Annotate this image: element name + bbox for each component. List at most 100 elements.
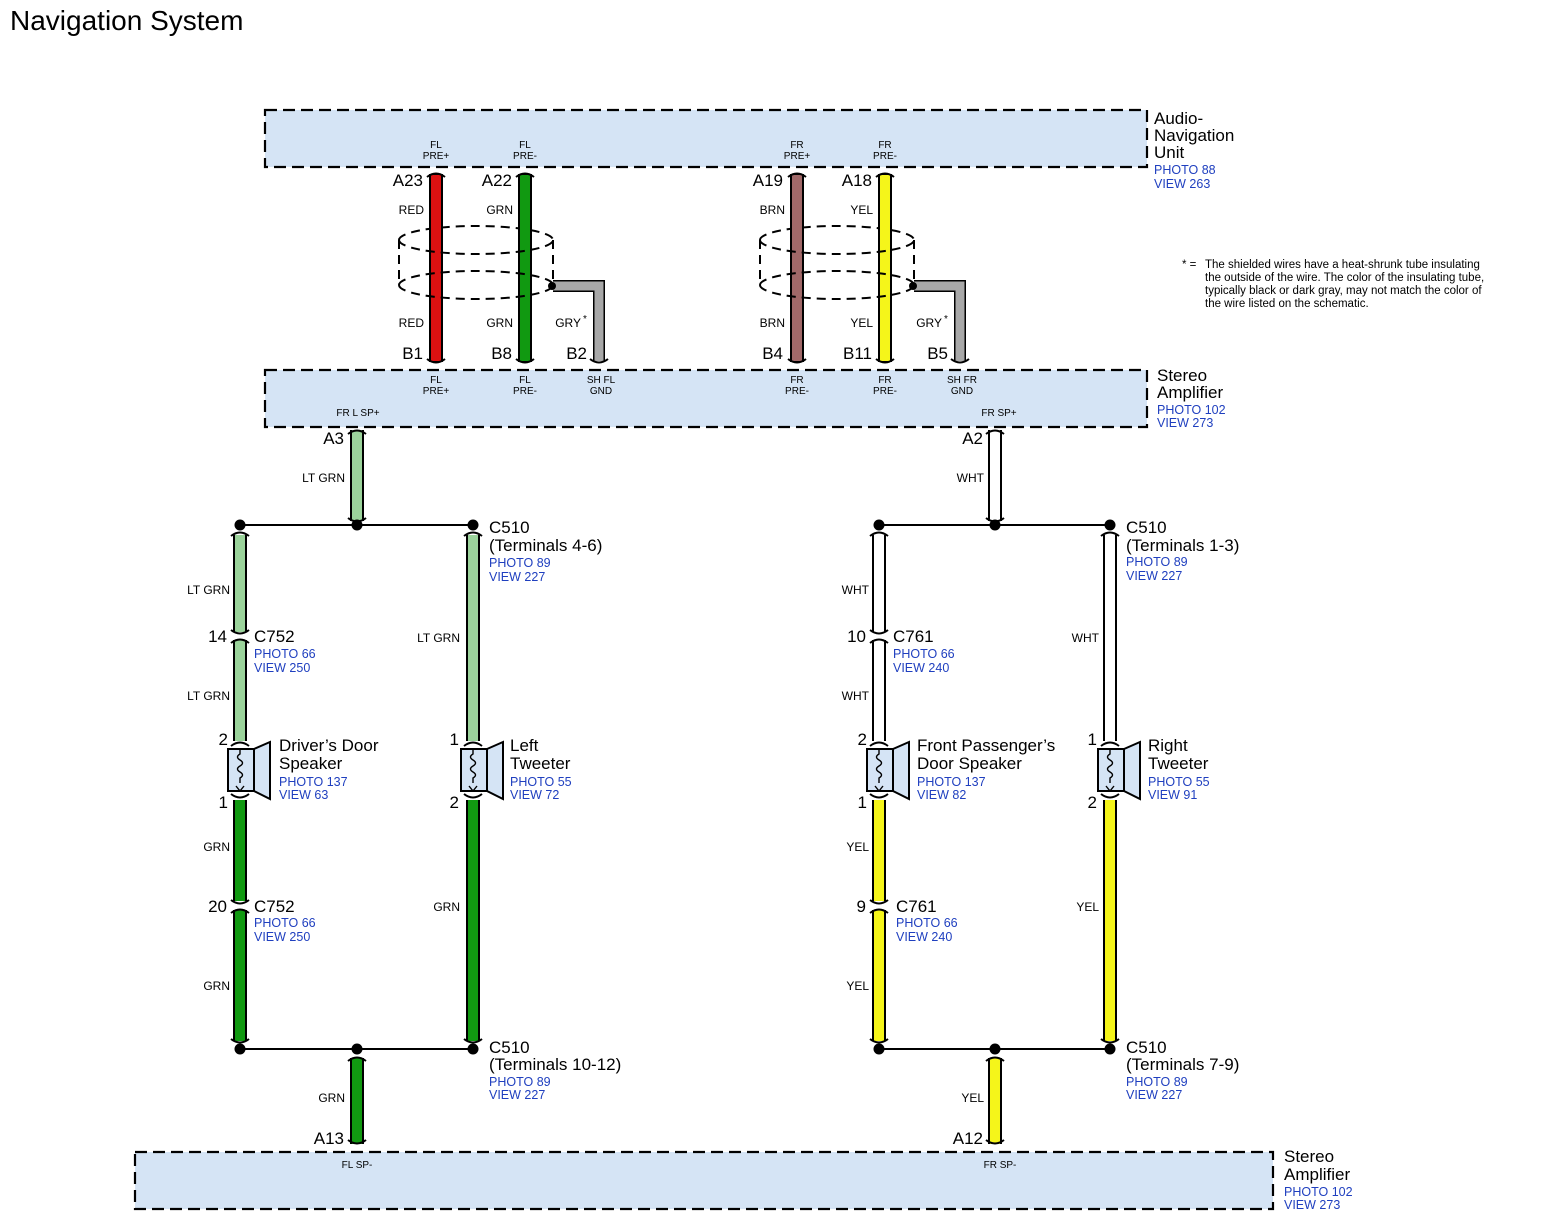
shield-note: * = The shielded wires have a heat-shrun… [1182,259,1484,310]
connector-bracket [230,793,250,799]
photo-ref[interactable]: PHOTO 55 [510,775,572,789]
speaker-name: Driver’s Door [279,736,379,755]
pin-signal-label: PRE- [873,386,897,397]
view-ref[interactable]: VIEW 227 [489,570,545,584]
view-ref[interactable]: VIEW 273 [1284,1198,1340,1212]
wire-segment [468,535,478,741]
shield-tube-top-front [759,239,915,255]
view-ref[interactable]: VIEW 240 [896,930,952,944]
pin-number: B8 [491,344,512,363]
view-ref[interactable]: VIEW 82 [917,788,966,802]
photo-ref[interactable]: PHOTO 89 [489,556,551,570]
splice-dot [351,1043,363,1055]
wire-segment [235,640,245,741]
view-ref[interactable]: VIEW 227 [1126,1088,1182,1102]
pin-number: A23 [393,171,423,190]
connector-bracket [985,1056,1005,1062]
photo-ref[interactable]: PHOTO 89 [489,1075,551,1089]
connector-name: C761 [893,627,934,646]
view-ref[interactable]: VIEW 273 [1157,416,1213,430]
splice-dot [1104,1043,1116,1055]
view-ref[interactable]: VIEW 227 [489,1088,545,1102]
speaker-name: Tweeter [1148,754,1209,773]
wire-color-label: GRN [318,1091,345,1105]
wire-segment [990,430,1000,521]
pin-number: A3 [323,429,344,448]
photo-ref[interactable]: PHOTO 66 [254,647,316,661]
wire-color-label: GRY [555,316,581,330]
photo-ref[interactable]: PHOTO 102 [1284,1185,1353,1199]
wire-color-label: YEL [1076,900,1099,914]
photo-ref[interactable]: PHOTO 55 [1148,775,1210,789]
wire-color-label: YEL [850,203,873,217]
splice-dot [351,519,363,531]
wire-red [431,175,441,361]
speaker-coil [875,749,883,783]
pin-signal-label: PRE+ [423,151,450,162]
driver-door-speaker-label: 2 1 Driver’s Door Speaker PHOTO 137 VIEW… [219,730,379,812]
connector-bracket [1100,793,1120,799]
connector-bracket [463,1038,483,1044]
view-ref[interactable]: VIEW 72 [510,788,559,802]
connector-pin: 9 [857,897,866,916]
speaker-pin: 2 [858,730,867,749]
photo-ref[interactable]: PHOTO 88 [1154,163,1216,177]
photo-ref[interactable]: PHOTO 89 [1126,555,1188,569]
photo-ref[interactable]: PHOTO 137 [917,775,986,789]
connector-bracket [230,638,250,644]
connector-bracket [347,429,367,435]
drain-wire-gry [553,281,604,361]
view-ref[interactable]: VIEW 250 [254,930,310,944]
note-line: the outside of the wire. The color of th… [1205,272,1484,284]
stereo-amplifier-top-label: Stereo Amplifier PHOTO 102 VIEW 273 [1157,366,1226,430]
speaker-cone [253,740,271,801]
view-ref[interactable]: VIEW 63 [279,788,328,802]
wire-color-label: YEL [850,316,873,330]
splice-c510-1-3-label: C510 (Terminals 1-3) PHOTO 89 VIEW 227 [1126,518,1239,583]
photo-ref[interactable]: PHOTO 66 [896,916,958,930]
splice-name: C510 [1126,1038,1167,1057]
photo-ref[interactable]: PHOTO 66 [254,916,316,930]
photo-ref[interactable]: PHOTO 137 [279,775,348,789]
speaker-body [866,748,894,792]
wire-color-label: YEL [846,840,869,854]
splice-c510-7-9-label: C510 (Terminals 7-9) PHOTO 89 VIEW 227 [1126,1038,1239,1102]
photo-ref[interactable]: PHOTO 89 [1126,1075,1188,1089]
view-ref[interactable]: VIEW 91 [1148,788,1197,802]
connector-bracket [463,793,483,799]
wire-color-label: YEL [846,979,869,993]
pin-number: A22 [482,171,512,190]
pin-signal-label: FL [519,140,531,151]
note-line: the wire listed on the schematic. [1205,298,1369,310]
pin-signal-label: FR [878,140,891,151]
stereo-amplifier-top-box [263,368,1149,429]
view-ref[interactable]: VIEW 227 [1126,569,1182,583]
view-ref[interactable]: VIEW 250 [254,661,310,675]
view-ref[interactable]: VIEW 240 [893,661,949,675]
pin-number: A13 [314,1129,344,1148]
photo-ref[interactable]: PHOTO 102 [1157,403,1226,417]
pin-number: A19 [753,171,783,190]
audio-nav-signal-labels: FL PRE+ FL PRE- FR PRE+ FR PRE- [423,140,897,162]
splice-dot [989,519,1001,531]
pin-signal-label: PRE+ [423,386,450,397]
pin-signal-label: FL [430,140,442,151]
connector-bracket [985,429,1005,435]
connector-bracket [869,908,889,914]
wire-color-label: WHT [1072,631,1100,645]
wire-segment [468,800,478,1041]
connector-pin: 14 [208,627,227,646]
photo-ref[interactable]: PHOTO 66 [893,647,955,661]
wire-color-label: LT GRN [187,583,230,597]
pin-signal-label: GND [590,386,612,397]
driver-door-speaker-icon [227,740,271,801]
shield-tube-bottom-back [759,270,915,286]
pin-number: B4 [762,344,783,363]
pin-signal-label: PRE+ [784,151,811,162]
splice-dots [234,519,1116,1055]
view-ref[interactable]: VIEW 263 [1154,177,1210,191]
note-mark: * = [1182,259,1197,271]
connector-bracket [230,629,250,635]
wire-color-label: WHT [957,471,985,485]
wire-brn [792,175,802,361]
